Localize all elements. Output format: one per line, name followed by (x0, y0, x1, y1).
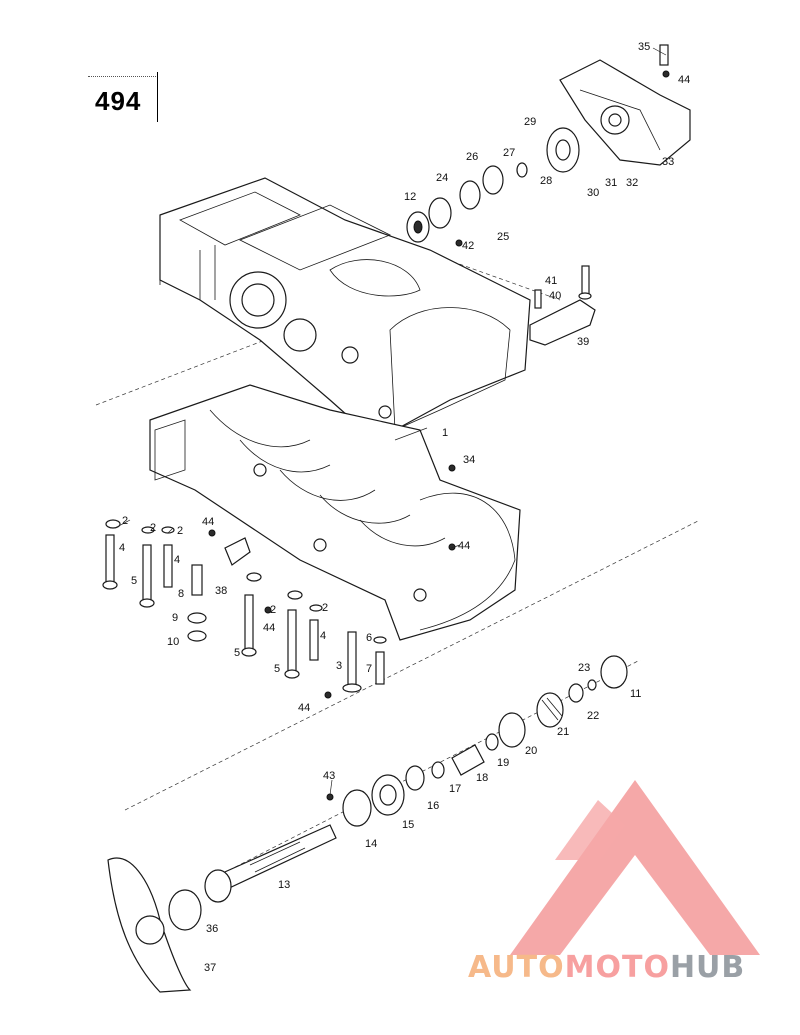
callout-19: 19 (497, 757, 509, 769)
callout-23: 23 (578, 662, 590, 674)
watermark-brand-text: AUTOMOTOHUB (468, 950, 745, 985)
bracket-assembly (529, 265, 596, 346)
callout-4-c: 4 (320, 630, 326, 642)
callout-44-a: 44 (202, 516, 214, 528)
brand-word-moto: MOTO (564, 950, 670, 985)
callout-44: 44 (678, 74, 690, 86)
callout-39: 39 (577, 336, 589, 348)
callout-34: 34 (463, 454, 475, 466)
drive-shaft-assembly (107, 655, 628, 993)
callout-11: 11 (630, 688, 641, 700)
leader-lines (114, 47, 667, 796)
callout-5-c: 5 (274, 663, 280, 675)
callout-44-c: 44 (458, 540, 470, 552)
callout-4-a: 4 (119, 542, 125, 554)
callout-6: 6 (366, 632, 372, 644)
callout-22: 22 (587, 710, 599, 722)
callout-30: 30 (587, 187, 599, 199)
callout-33: 33 (662, 156, 674, 168)
callout-41: 41 (545, 275, 557, 287)
page-number: 494 (95, 86, 142, 116)
callout-24: 24 (436, 172, 448, 184)
upper-crankcase (159, 177, 531, 441)
callout-9: 9 (172, 612, 178, 624)
watermark-logo (510, 780, 760, 955)
callout-2-b: 2 (150, 522, 156, 534)
brand-word-auto: AUTO (468, 950, 565, 985)
page-number-rule-top (88, 76, 156, 77)
callout-27: 27 (503, 147, 515, 159)
brand-word-hub: HUB (669, 950, 746, 985)
callout-5-a: 5 (131, 575, 137, 587)
callout-5-b: 5 (234, 647, 240, 659)
callout-26: 26 (466, 151, 478, 163)
axis-line-crank (124, 519, 701, 811)
lower-crankcase (149, 384, 521, 641)
callout-42: 42 (462, 240, 474, 252)
callout-13: 13 (278, 879, 290, 891)
callout-37: 37 (204, 962, 216, 974)
callout-18: 18 (476, 772, 488, 784)
callout-44-b: 44 (263, 622, 275, 634)
callout-29: 29 (524, 116, 536, 128)
bolts-and-fasteners (102, 464, 456, 699)
callout-8: 8 (178, 588, 184, 600)
callout-10: 10 (167, 636, 179, 648)
callout-2-d: 2 (270, 604, 276, 616)
callout-44-d: 44 (298, 702, 310, 714)
callout-21: 21 (557, 726, 569, 738)
oil-pump-assembly (406, 44, 691, 247)
callout-12: 12 (404, 191, 416, 203)
callout-14: 14 (365, 838, 377, 850)
callout-2-e: 2 (322, 602, 328, 614)
callout-1: 1 (442, 427, 448, 439)
callout-32: 32 (626, 177, 638, 189)
callout-2-a: 2 (122, 515, 128, 527)
callout-28: 28 (540, 175, 552, 187)
callout-3: 3 (336, 660, 342, 672)
callout-43: 43 (323, 770, 335, 782)
callout-4-b: 4 (174, 554, 180, 566)
callout-17: 17 (449, 783, 461, 795)
callout-15: 15 (402, 819, 414, 831)
callout-31: 31 (605, 177, 617, 189)
page-number-rule-side (157, 72, 158, 122)
callout-35: 35 (638, 41, 650, 53)
callout-20: 20 (525, 745, 537, 757)
callout-16: 16 (427, 800, 439, 812)
callout-38: 38 (215, 585, 227, 597)
callout-2-c: 2 (177, 525, 183, 537)
axis-line-output (209, 659, 641, 881)
callout-7: 7 (366, 663, 372, 675)
callout-labels: 35 44 29 26 27 24 28 30 31 32 33 12 42 2… (119, 41, 690, 974)
callout-36: 36 (206, 923, 218, 935)
callout-25: 25 (497, 231, 509, 243)
callout-40: 40 (549, 290, 561, 302)
